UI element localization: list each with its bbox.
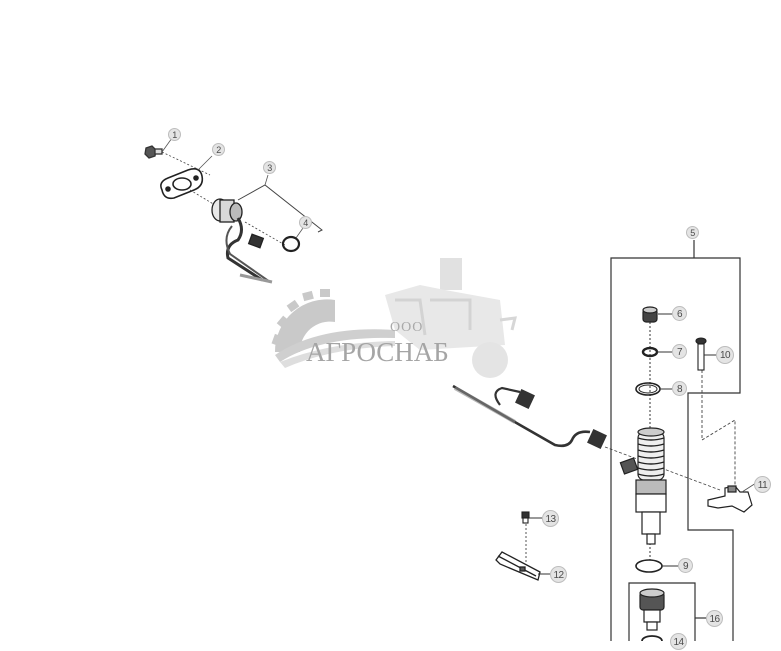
part-2-gasket[interactable] bbox=[160, 168, 204, 200]
part-4-o-ring[interactable] bbox=[281, 235, 301, 253]
callout-6[interactable]: 6 bbox=[672, 306, 687, 321]
watermark-prefix: ООО bbox=[390, 320, 424, 335]
callout-11[interactable]: 11 bbox=[754, 476, 771, 493]
part-11-clamp[interactable] bbox=[707, 485, 753, 513]
part-12-bracket[interactable] bbox=[495, 551, 541, 581]
watermark-company-name: АГРОСНАБ bbox=[306, 337, 449, 367]
part-16-sleeve[interactable] bbox=[639, 588, 665, 631]
fuel-injector[interactable] bbox=[619, 427, 667, 545]
group-box-16 bbox=[628, 582, 706, 641]
callout-16[interactable]: 16 bbox=[706, 610, 723, 627]
callout-9[interactable]: 9 bbox=[678, 558, 693, 573]
part-9-seal-ring[interactable] bbox=[635, 559, 663, 573]
part-3-connector[interactable] bbox=[211, 198, 273, 284]
wiring-harness[interactable] bbox=[452, 384, 607, 449]
part-8-o-ring[interactable] bbox=[635, 382, 661, 396]
callout-3[interactable]: 3 bbox=[263, 161, 276, 174]
callout-7[interactable]: 7 bbox=[672, 344, 687, 359]
callout-8[interactable]: 8 bbox=[672, 381, 687, 396]
part-14-ring[interactable] bbox=[641, 635, 663, 641]
part-10-bolt[interactable] bbox=[695, 337, 707, 371]
gear-icon bbox=[271, 289, 335, 352]
group-box-5 bbox=[610, 240, 741, 641]
swoosh-shape bbox=[275, 329, 395, 362]
combine-harvester-icon bbox=[385, 258, 517, 378]
callout-10[interactable]: 10 bbox=[716, 346, 734, 364]
callout-1[interactable]: 1 bbox=[168, 128, 181, 141]
callout-12[interactable]: 12 bbox=[550, 566, 567, 583]
callout-13[interactable]: 13 bbox=[542, 510, 559, 527]
watermark-logo bbox=[271, 258, 517, 378]
callout-5[interactable]: 5 bbox=[686, 226, 699, 239]
callout-2[interactable]: 2 bbox=[212, 143, 225, 156]
callout-4[interactable]: 4 bbox=[299, 216, 312, 229]
callout-14[interactable]: 14 bbox=[670, 633, 687, 650]
part-1-bolt[interactable] bbox=[144, 145, 163, 159]
part-6-nut[interactable] bbox=[642, 306, 658, 323]
part-13-screw[interactable] bbox=[521, 511, 530, 524]
